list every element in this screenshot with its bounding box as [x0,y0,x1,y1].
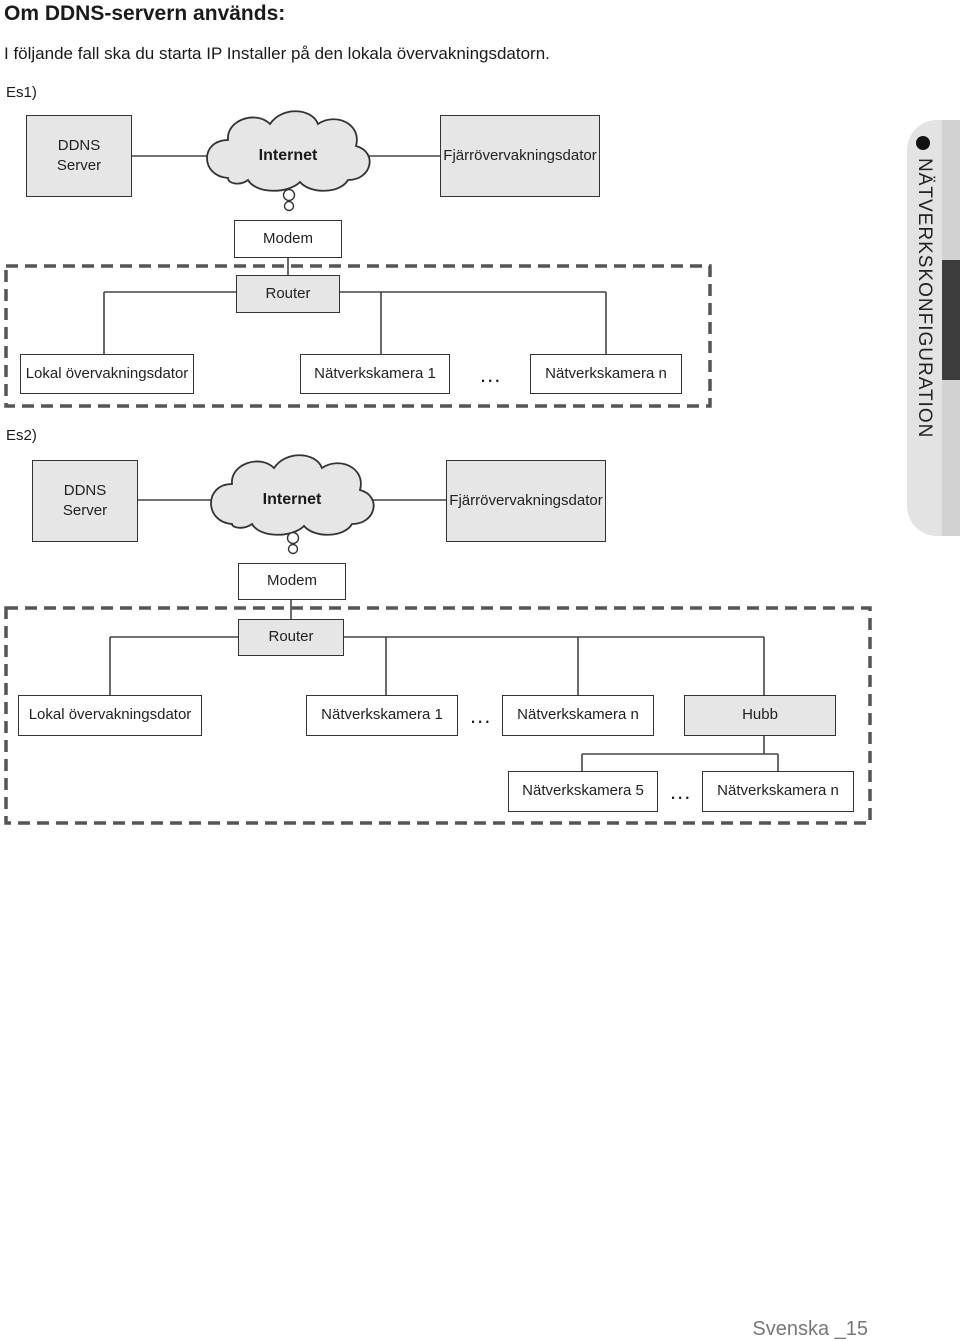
internet-cloud-icon [210,454,375,536]
router-box: Router [236,275,340,313]
remote-monitoring-pc-box: Fjärrövervakningsdator [446,460,606,542]
local-monitoring-pc-label: Lokal övervakningsdator [25,364,189,382]
ellipsis: ... [480,362,502,387]
ddns-server-box: DDNS Server [32,460,138,542]
local-monitoring-pc-box: Lokal övervakningsdator [20,354,194,394]
ddns-server-label: DDNS Server [56,136,102,174]
internet-label: Internet [262,491,322,508]
router-label: Router [265,284,311,302]
modem-box: Modem [234,220,342,258]
router-label: Router [268,628,314,646]
remote-monitoring-pc-label: Fjärrövervakningsdator [449,491,603,509]
local-monitoring-pc-box: Lokal övervakningsdator [18,695,202,736]
section-tab-label: NÄTVERKSKONFIGURATION [914,158,935,439]
internet-cloud-icon [206,110,371,192]
section-side-tab [907,120,960,536]
router-box: Router [238,619,344,656]
network-camera-n-box: Nätverkskamera n [530,354,682,394]
bullet-icon [916,136,930,150]
network-camera-5-box: Nätverkskamera 5 [508,771,658,812]
modem-box: Modem [238,563,346,600]
internet-label: Internet [258,147,318,164]
lan-boundary-es1 [4,264,712,408]
ellipsis: ... [470,703,492,728]
network-camera-n-label: Nätverkskamera n [545,364,667,382]
es1-label: Es1) [6,84,37,101]
es2-label: Es2) [6,427,37,444]
network-camera-1-label: Nätverkskamera 1 [314,364,436,382]
network-camera-1-box: Nätverkskamera 1 [306,695,458,736]
modem-label: Modem [266,572,318,590]
network-camera-n2-label: Nätverkskamera n [717,782,839,800]
network-camera-n-label: Nätverkskamera n [517,706,639,724]
ddns-server-label: DDNS Server [62,481,108,519]
ellipsis: ... [670,779,692,804]
ddns-server-box: DDNS Server [26,115,132,197]
intro-text: I följande fall ska du starta IP Install… [4,44,550,63]
remote-monitoring-pc-box: Fjärrövervakningsdator [440,115,600,197]
network-camera-n-box: Nätverkskamera n [502,695,654,736]
remote-monitoring-pc-label: Fjärrövervakningsdator [443,146,597,164]
page-title: Om DDNS-servern används: [4,2,286,25]
page-footer: Svenska _15 [752,1318,868,1340]
hub-box: Hubb [684,695,836,736]
lan-boundary-es2 [4,606,872,825]
network-camera-1-box: Nätverkskamera 1 [300,354,450,394]
hub-label: Hubb [742,706,778,724]
local-monitoring-pc-label: Lokal övervakningsdator [28,706,192,724]
network-camera-5-label: Nätverkskamera 5 [522,782,644,800]
network-camera-n2-box: Nätverkskamera n [702,771,854,812]
modem-label: Modem [262,229,314,247]
network-camera-1-label: Nätverkskamera 1 [321,706,443,724]
